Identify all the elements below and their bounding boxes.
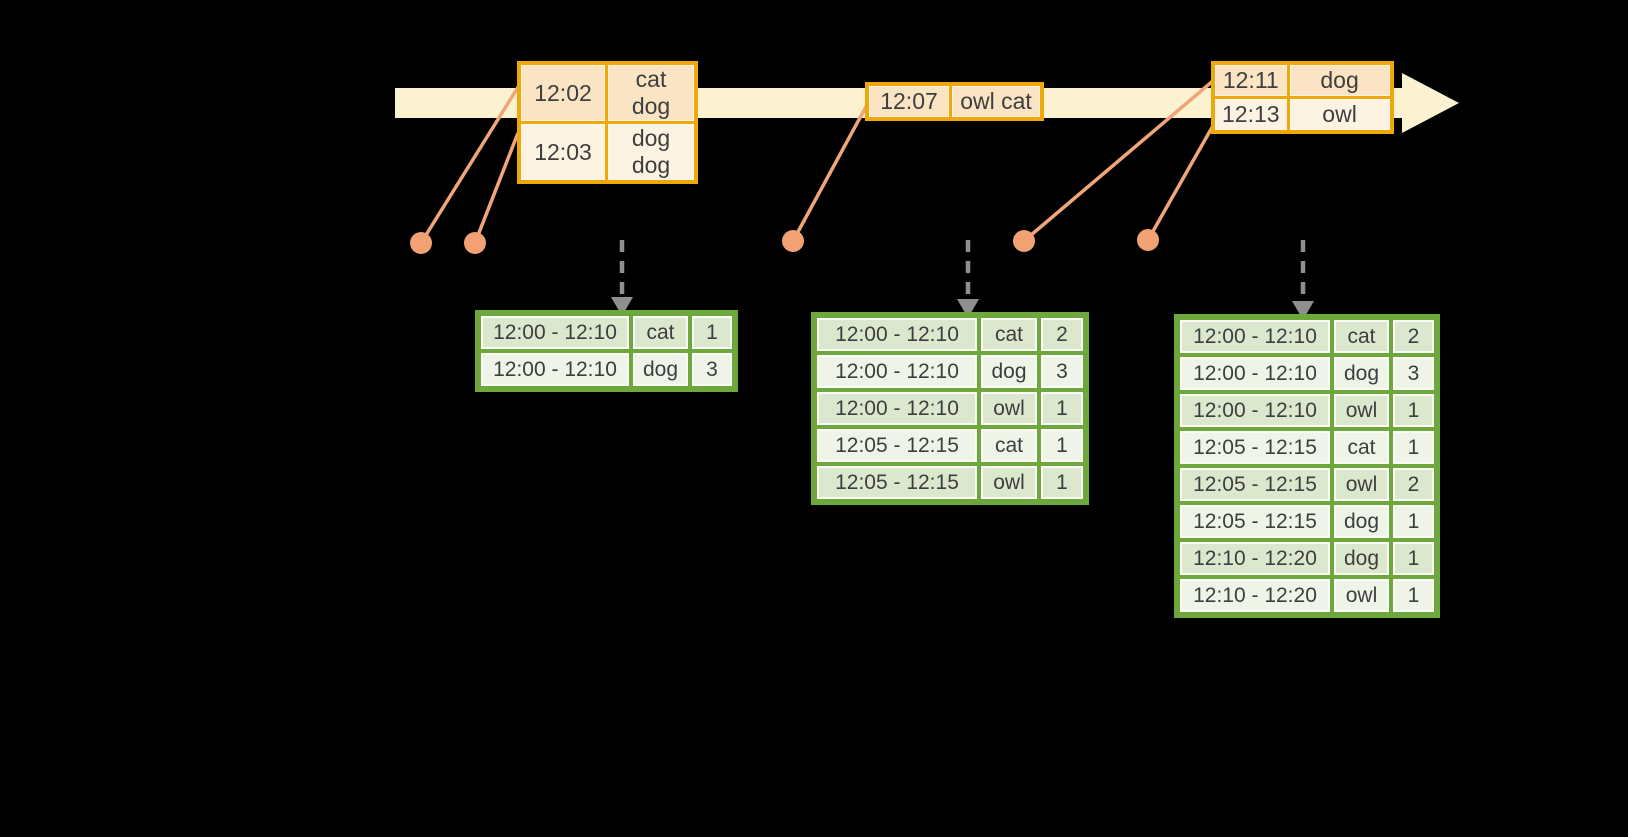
result-window-cell: 12:05 - 12:15 <box>1180 468 1330 501</box>
result-window-cell: 12:10 - 12:20 <box>1180 542 1330 575</box>
event-dot <box>410 232 432 254</box>
result-word-cell: dog <box>1334 505 1389 538</box>
event-dot <box>782 230 804 252</box>
event-dot <box>1013 230 1035 252</box>
result-count-cell: 1 <box>1041 466 1083 499</box>
result-word-cell: dog <box>1334 542 1389 575</box>
result-count-cell: 1 <box>1041 392 1083 425</box>
result-word-cell: owl <box>981 392 1037 425</box>
event-words-cell: dog <box>1289 65 1390 96</box>
result-word-cell: dog <box>981 355 1037 388</box>
result-count-cell: 1 <box>1393 505 1434 538</box>
result-window-cell: 12:00 - 12:10 <box>1180 320 1330 353</box>
result-count-cell: 2 <box>1393 468 1434 501</box>
result-window-cell: 12:00 - 12:10 <box>1180 357 1330 390</box>
result-count-cell: 1 <box>692 316 732 349</box>
result-window-cell: 12:00 - 12:10 <box>817 355 977 388</box>
event-time-cell: 12:11 <box>1215 65 1287 96</box>
result-count-cell: 1 <box>1041 429 1083 462</box>
result-window-cell: 12:10 - 12:20 <box>1180 579 1330 612</box>
event-connector-line <box>473 132 520 244</box>
result-word-cell: dog <box>633 353 688 386</box>
result-count-cell: 3 <box>692 353 732 386</box>
event-dot <box>464 232 486 254</box>
result-window-cell: 12:05 - 12:15 <box>1180 431 1330 464</box>
event-time-cell: 12:13 <box>1215 99 1287 130</box>
event-dots <box>410 229 1159 254</box>
result-word-cell: cat <box>1334 431 1389 464</box>
result-count-cell: 1 <box>1393 394 1434 427</box>
result-count-cell: 1 <box>1393 579 1434 612</box>
event-connector-line <box>1146 123 1216 241</box>
result-count-cell: 1 <box>1393 431 1434 464</box>
event-words-cell: dog dog <box>608 124 694 180</box>
result-window-cell: 12:05 - 12:15 <box>817 429 977 462</box>
result-word-cell: owl <box>1334 579 1389 612</box>
result-count-cell: 3 <box>1393 357 1434 390</box>
result-word-cell: dog <box>1334 357 1389 390</box>
result-window-cell: 12:00 - 12:10 <box>1180 394 1330 427</box>
event-time-cell: 12:07 <box>869 86 949 117</box>
result-word-cell: cat <box>981 429 1037 462</box>
event-words-cell: cat dog <box>608 65 694 121</box>
event-words-cell: owl <box>1289 99 1390 130</box>
trigger-arrows <box>611 240 1314 320</box>
result-word-cell: owl <box>981 466 1037 499</box>
result-window-cell: 12:05 - 12:15 <box>1180 505 1330 538</box>
result-count-cell: 2 <box>1041 318 1083 351</box>
result-window-cell: 12:00 - 12:10 <box>817 318 977 351</box>
event-time-cell: 12:03 <box>521 124 605 180</box>
result-word-cell: owl <box>1334 468 1389 501</box>
result-word-cell: owl <box>1334 394 1389 427</box>
result-count-cell: 2 <box>1393 320 1434 353</box>
result-count-cell: 1 <box>1393 542 1434 575</box>
result-word-cell: cat <box>633 316 688 349</box>
result-window-cell: 12:05 - 12:15 <box>817 466 977 499</box>
result-count-cell: 3 <box>1041 355 1083 388</box>
event-time-cell: 12:02 <box>521 65 605 121</box>
result-window-cell: 12:00 - 12:10 <box>481 316 629 349</box>
result-word-cell: cat <box>981 318 1037 351</box>
event-connector-line <box>791 102 870 242</box>
event-dot <box>1137 229 1159 251</box>
result-window-cell: 12:00 - 12:10 <box>817 392 977 425</box>
result-word-cell: cat <box>1334 320 1389 353</box>
result-window-cell: 12:00 - 12:10 <box>481 353 629 386</box>
timeline-arrowhead-icon <box>1402 73 1459 133</box>
event-words-cell: owl cat <box>952 86 1040 117</box>
